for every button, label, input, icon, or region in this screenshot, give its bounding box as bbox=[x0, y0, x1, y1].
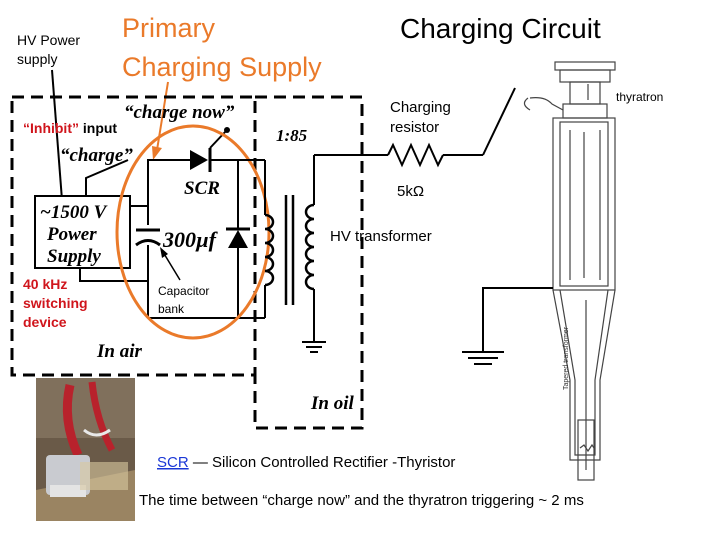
charging-resistor-line2: resistor bbox=[390, 119, 439, 136]
power-supply-voltage: ~1500 V bbox=[40, 202, 108, 223]
resistor-value: 5kΩ bbox=[397, 183, 424, 200]
scr-label: SCR bbox=[184, 178, 220, 199]
charge-label: “charge” bbox=[60, 145, 133, 166]
slide-title: Charging Circuit bbox=[400, 13, 601, 44]
supply-negative-wire bbox=[79, 268, 148, 282]
hv-power-supply-line2: supply bbox=[17, 51, 57, 67]
capacitor-value: 300µf bbox=[162, 227, 219, 252]
capacitor-plate-bottom bbox=[135, 239, 161, 247]
turns-ratio: 1:85 bbox=[276, 126, 308, 145]
resistor-to-thyratron-wire bbox=[482, 87, 516, 156]
capacitor-bank-line2: bank bbox=[158, 302, 185, 316]
thyratron-drawing bbox=[523, 61, 616, 481]
hv-power-supply-line1: HV Power bbox=[17, 32, 80, 48]
primary-winding bbox=[264, 213, 275, 287]
scr-photo bbox=[36, 378, 135, 521]
capacitor-bank-arrow-line bbox=[162, 251, 181, 281]
scr-gate-dot bbox=[224, 127, 230, 133]
primary-arrow-head bbox=[152, 146, 162, 160]
switching-line2: switching bbox=[23, 295, 88, 311]
in-oil-label: In oil bbox=[310, 393, 354, 414]
primary-supply-highlight bbox=[115, 124, 271, 340]
charge-switch-wire bbox=[85, 159, 129, 196]
diode-triangle bbox=[228, 230, 248, 248]
power-supply-box bbox=[34, 195, 131, 269]
hv-supply-arrow-line bbox=[51, 69, 63, 201]
scr-definition: SCR — Silicon Controlled Rectifier -Thyr… bbox=[157, 454, 455, 471]
charging-resistor bbox=[387, 142, 444, 168]
power-supply-word2: Supply bbox=[47, 246, 101, 267]
primary-supply-line2: Charging Supply bbox=[122, 52, 322, 82]
in-air-label: In air bbox=[96, 341, 142, 362]
in-oil-enclosure bbox=[253, 95, 364, 430]
scr-diode-triangle bbox=[190, 150, 208, 170]
tapered-transformer-label: Tapered transformer bbox=[563, 326, 570, 390]
timing-note: The time between “charge now” and the th… bbox=[139, 492, 584, 509]
power-supply-word1: Power bbox=[46, 224, 97, 245]
capacitor-bank-arrow-head bbox=[160, 247, 168, 258]
hv-transformer-label: HV transformer bbox=[330, 228, 432, 245]
switching-line1: 40 kHz bbox=[23, 276, 67, 292]
primary-supply-line1: Primary bbox=[122, 13, 215, 43]
charging-resistor-line1: Charging bbox=[390, 99, 451, 116]
thyratron-ground-wire bbox=[482, 287, 553, 352]
capacitor-bank-line1: Capacitor bbox=[158, 284, 209, 298]
charge-now-label: “charge now” bbox=[124, 102, 235, 123]
secondary-winding bbox=[304, 203, 315, 291]
thyratron-label: thyratron bbox=[616, 90, 663, 104]
switching-line3: device bbox=[23, 314, 67, 330]
scr-link[interactable]: SCR bbox=[157, 454, 189, 471]
inhibit-word: “Inhibit” input bbox=[23, 120, 117, 136]
